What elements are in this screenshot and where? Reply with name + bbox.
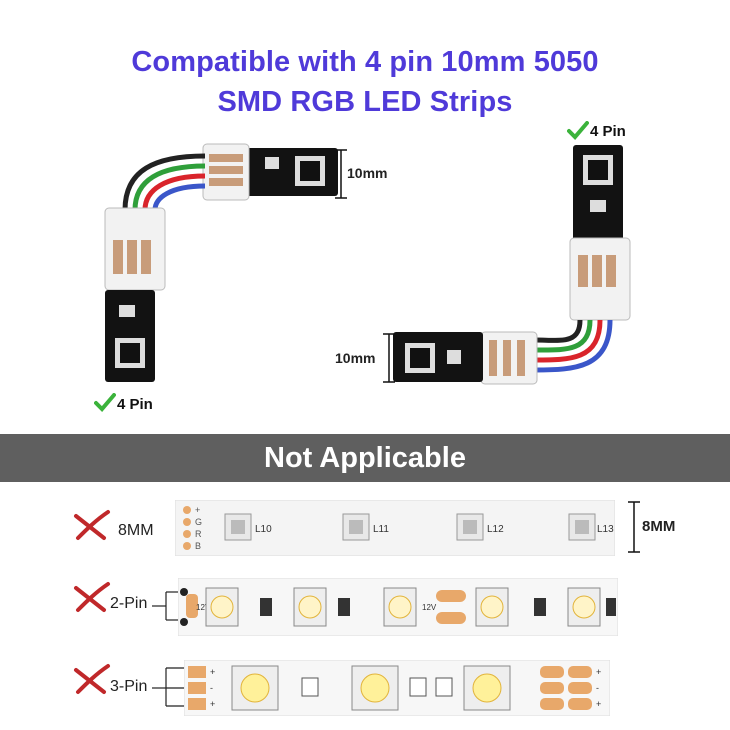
right-pin-label: 4 Pin bbox=[590, 123, 626, 140]
pad-label: B bbox=[195, 541, 201, 551]
check-icon bbox=[567, 121, 589, 140]
cross-icon bbox=[74, 664, 110, 694]
row-1-label: 8MM bbox=[118, 522, 154, 539]
pad-label: + bbox=[210, 667, 215, 677]
row-3-label: 3-Pin bbox=[110, 678, 148, 695]
cross-icon bbox=[74, 582, 110, 612]
right-width-label: 10mm bbox=[335, 350, 376, 366]
pad-label: G bbox=[195, 517, 202, 527]
not-applicable-banner: Not Applicable bbox=[0, 434, 730, 482]
pad-label: - bbox=[210, 683, 213, 693]
3pin-strip-illustration: + - + + - + bbox=[184, 660, 610, 716]
svg-text:+: + bbox=[596, 699, 601, 709]
svg-text:+: + bbox=[596, 667, 601, 677]
pad-label: + bbox=[195, 505, 200, 515]
banner-text: Not Applicable bbox=[264, 441, 466, 474]
headline-line-1: Compatible with 4 pin 10mm 5050 bbox=[131, 46, 599, 78]
pad-label: 12V bbox=[196, 603, 211, 612]
2pin-strip-illustration: 12V 12V bbox=[178, 578, 618, 636]
segment-label: L13 bbox=[597, 524, 614, 535]
check-icon bbox=[94, 393, 116, 412]
left-l-connector-illustration bbox=[104, 143, 338, 382]
right-l-connector-illustration bbox=[393, 145, 631, 385]
headline-line-2: SMD RGB LED Strips bbox=[217, 86, 513, 118]
right-dimension-marker bbox=[383, 333, 395, 383]
segment-label: L10 bbox=[255, 524, 272, 535]
segment-label: L12 bbox=[487, 524, 504, 535]
cross-icon bbox=[74, 510, 110, 540]
left-width-label: 10mm bbox=[347, 165, 388, 181]
row-2-label: 2-Pin bbox=[110, 595, 148, 612]
pad-label: R bbox=[195, 529, 202, 539]
segment-label: L11 bbox=[373, 524, 389, 535]
8mm-width-label: 8MM bbox=[642, 518, 676, 535]
left-dimension-marker bbox=[335, 149, 347, 199]
svg-text:-: - bbox=[596, 683, 599, 693]
pad-label: 12V bbox=[422, 603, 437, 612]
left-pin-label: 4 Pin bbox=[117, 396, 153, 413]
8mm-dimension-marker bbox=[628, 501, 640, 553]
bracket-lines bbox=[152, 667, 184, 707]
pad-label: + bbox=[210, 699, 215, 709]
8mm-strip-illustration: + G R B L10 L11 L12 L13 bbox=[175, 500, 615, 556]
